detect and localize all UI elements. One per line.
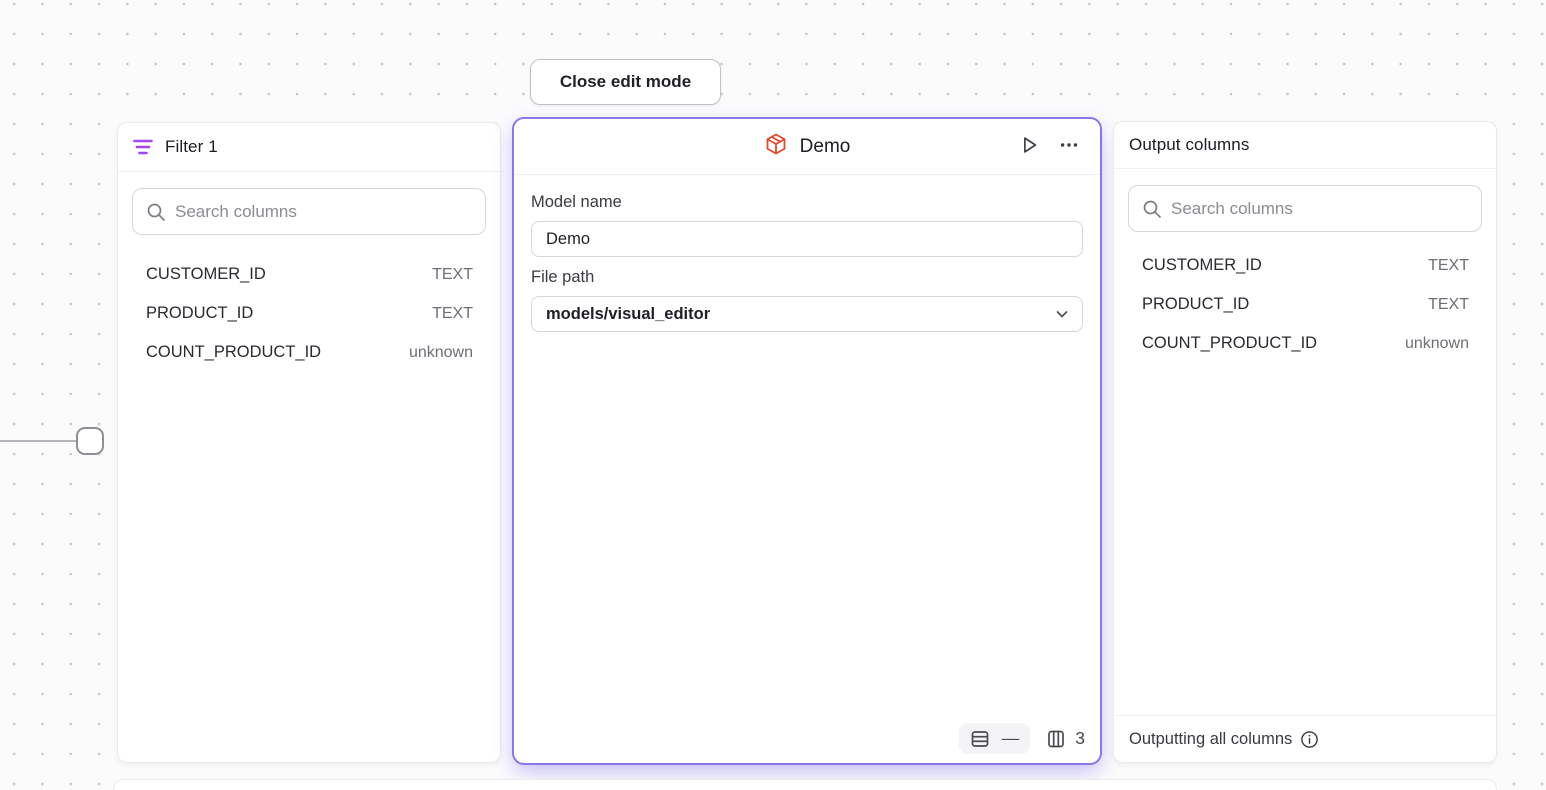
model-header-actions <box>1014 119 1084 174</box>
column-row[interactable]: CUSTOMER_ID TEXT <box>1114 246 1496 285</box>
column-name: CUSTOMER_ID <box>146 265 266 283</box>
model-node-panel[interactable]: Demo <box>512 117 1102 765</box>
column-type: unknown <box>408 343 473 361</box>
model-panel-title: Demo <box>799 135 851 157</box>
output-panel-header: Output columns <box>1114 122 1496 169</box>
column-name: COUNT_PRODUCT_ID <box>146 343 322 361</box>
column-count-value: 3 <box>1075 728 1085 748</box>
row-count-value: — <box>1001 728 1020 748</box>
edge-connector-line <box>0 440 77 442</box>
column-name: CUSTOMER_ID <box>1142 256 1262 274</box>
row-count-stat[interactable]: — <box>958 723 1031 754</box>
column-row[interactable]: CUSTOMER_ID TEXT <box>118 255 500 294</box>
output-columns-panel[interactable]: Output columns CUSTOMER_ID TEXT PRODUCT_… <box>1113 121 1497 763</box>
bottom-panel[interactable] <box>113 779 1497 790</box>
filter-node-panel[interactable]: Filter 1 CUSTOMER_ID TEXT PRODUCT_ID TEX… <box>117 122 501 763</box>
filter-panel-title: Filter 1 <box>165 137 218 156</box>
filter-search <box>132 188 486 235</box>
file-path-select[interactable]: models/visual_editor <box>531 296 1083 332</box>
column-type: TEXT <box>1428 295 1469 313</box>
edge-connection-handle[interactable] <box>76 427 104 455</box>
model-panel-body: Model name File path models/visual_edito… <box>514 175 1100 350</box>
filter-column-list: CUSTOMER_ID TEXT PRODUCT_ID TEXT COUNT_P… <box>118 249 500 372</box>
column-name: PRODUCT_ID <box>146 304 254 322</box>
outputting-all-columns-text: Outputting all columns <box>1129 729 1293 748</box>
column-row[interactable]: PRODUCT_ID TEXT <box>118 294 500 333</box>
run-model-button[interactable] <box>1014 130 1044 163</box>
table-rows-icon <box>970 729 990 749</box>
column-type: TEXT <box>1428 256 1469 274</box>
column-row[interactable]: COUNT_PRODUCT_ID unknown <box>118 333 500 372</box>
info-icon[interactable] <box>1300 730 1319 749</box>
column-type: TEXT <box>432 304 473 322</box>
chevron-down-icon <box>1054 306 1070 322</box>
filter-icon <box>133 138 153 156</box>
model-panel-header: Demo <box>514 119 1100 175</box>
filter-panel-header: Filter 1 <box>118 123 500 172</box>
more-options-button[interactable] <box>1054 130 1084 163</box>
file-path-value: models/visual_editor <box>546 304 711 323</box>
column-type: unknown <box>1404 334 1469 352</box>
ellipsis-icon <box>1058 134 1080 159</box>
column-count-stat[interactable]: 3 <box>1046 728 1085 749</box>
column-type: TEXT <box>432 265 473 283</box>
output-search <box>1128 185 1482 232</box>
file-path-label: File path <box>531 268 595 286</box>
model-name-label: Model name <box>531 193 622 211</box>
cube-icon <box>764 132 788 161</box>
output-panel-footer: Outputting all columns <box>1114 715 1496 762</box>
column-name: COUNT_PRODUCT_ID <box>1142 334 1318 352</box>
close-edit-mode-button[interactable]: Close edit mode <box>530 59 721 105</box>
output-search-input[interactable] <box>1128 185 1482 232</box>
column-row[interactable]: COUNT_PRODUCT_ID unknown <box>1114 324 1496 363</box>
model-name-input[interactable] <box>531 221 1083 257</box>
output-column-list: CUSTOMER_ID TEXT PRODUCT_ID TEXT COUNT_P… <box>1114 246 1496 363</box>
filter-search-input[interactable] <box>132 188 486 235</box>
output-panel-title: Output columns <box>1129 135 1250 154</box>
model-title-group: Demo <box>514 119 1100 174</box>
table-columns-icon <box>1046 729 1066 749</box>
model-footer-stats: — 3 <box>958 723 1085 754</box>
column-row[interactable]: PRODUCT_ID TEXT <box>1114 285 1496 324</box>
column-name: PRODUCT_ID <box>1142 295 1250 313</box>
play-icon <box>1018 134 1040 159</box>
